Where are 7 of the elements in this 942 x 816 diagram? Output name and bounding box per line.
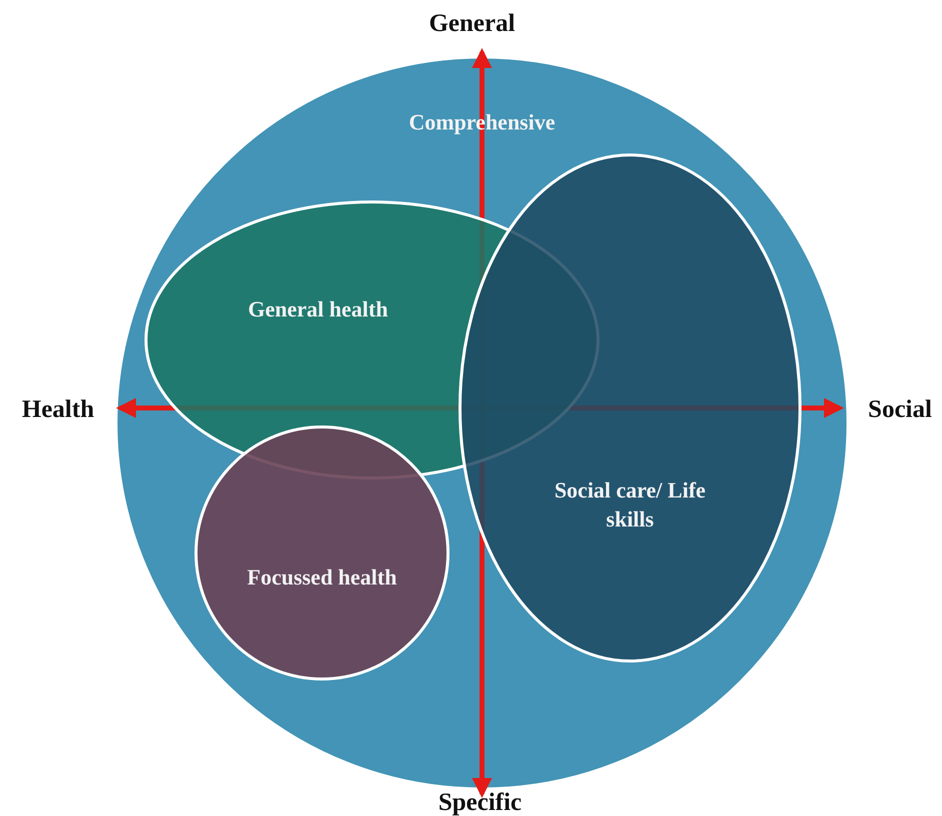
axis-label: General (428, 10, 516, 38)
axis-label: Social (868, 396, 932, 424)
region-label: Focussed health (247, 564, 397, 592)
axis-label: Health (22, 396, 94, 424)
region-label: Social care/ Life skills (553, 476, 707, 533)
region-label: General health (247, 296, 389, 324)
axis-label: Specific (438, 789, 522, 816)
